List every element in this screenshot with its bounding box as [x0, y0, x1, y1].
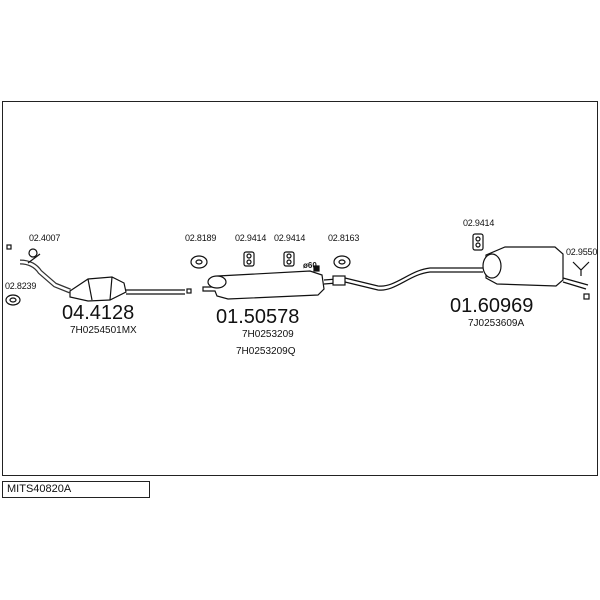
hanger-rear-label: 02.9414 [463, 218, 495, 228]
rear-silencer [485, 246, 564, 287]
rear-silencer-part-number: 01.60969 [450, 295, 534, 317]
front-clamp-icon [5, 294, 21, 306]
hanger-1-icon [190, 255, 208, 269]
connecting-pipe [344, 267, 483, 287]
hanger-2-label: 02.9414 [235, 233, 267, 243]
joint-marker-icon [186, 288, 192, 294]
tailpipe-marker-icon [583, 293, 590, 300]
catalytic-converter [69, 276, 127, 302]
clamp-front-label: 02.8239 [5, 281, 37, 291]
hanger-2-icon [243, 251, 255, 267]
gasket-marker-icon [6, 244, 12, 250]
gasket-ring-icon [28, 248, 38, 258]
clamp-mid-label: 02.8163 [328, 233, 360, 243]
assembly-code: MITS40820A [2, 481, 150, 498]
diameter-label: ø60 [303, 261, 317, 270]
hanger-3-icon [283, 251, 295, 267]
middle-silencer-oem-1: 7H0253209 [242, 329, 294, 340]
middle-silencer-part-number: 01.50578 [216, 306, 300, 328]
middle-silencer-oem-2: 7H0253209Q [236, 346, 296, 357]
diagram-frame [2, 101, 598, 476]
tailpipe-bracket-label: 02.9550 [566, 247, 598, 257]
front-pipe-part-number: 04.4128 [62, 302, 135, 324]
diameter-marker-icon [313, 265, 320, 272]
tailpipe-bracket-icon [572, 261, 590, 276]
front-pipe-oem: 7H0254501MX [70, 325, 137, 336]
pipe-sleeve [332, 275, 346, 286]
hanger-3-label: 02.9414 [274, 233, 306, 243]
gasket-front-label: 02.4007 [29, 233, 61, 243]
mid-clamp-icon [333, 255, 351, 269]
hanger-rear-icon [472, 233, 484, 251]
rear-silencer-oem: 7J0253609A [468, 318, 525, 329]
hanger-1-label: 02.8189 [185, 233, 217, 243]
gasket-leader [27, 253, 41, 264]
